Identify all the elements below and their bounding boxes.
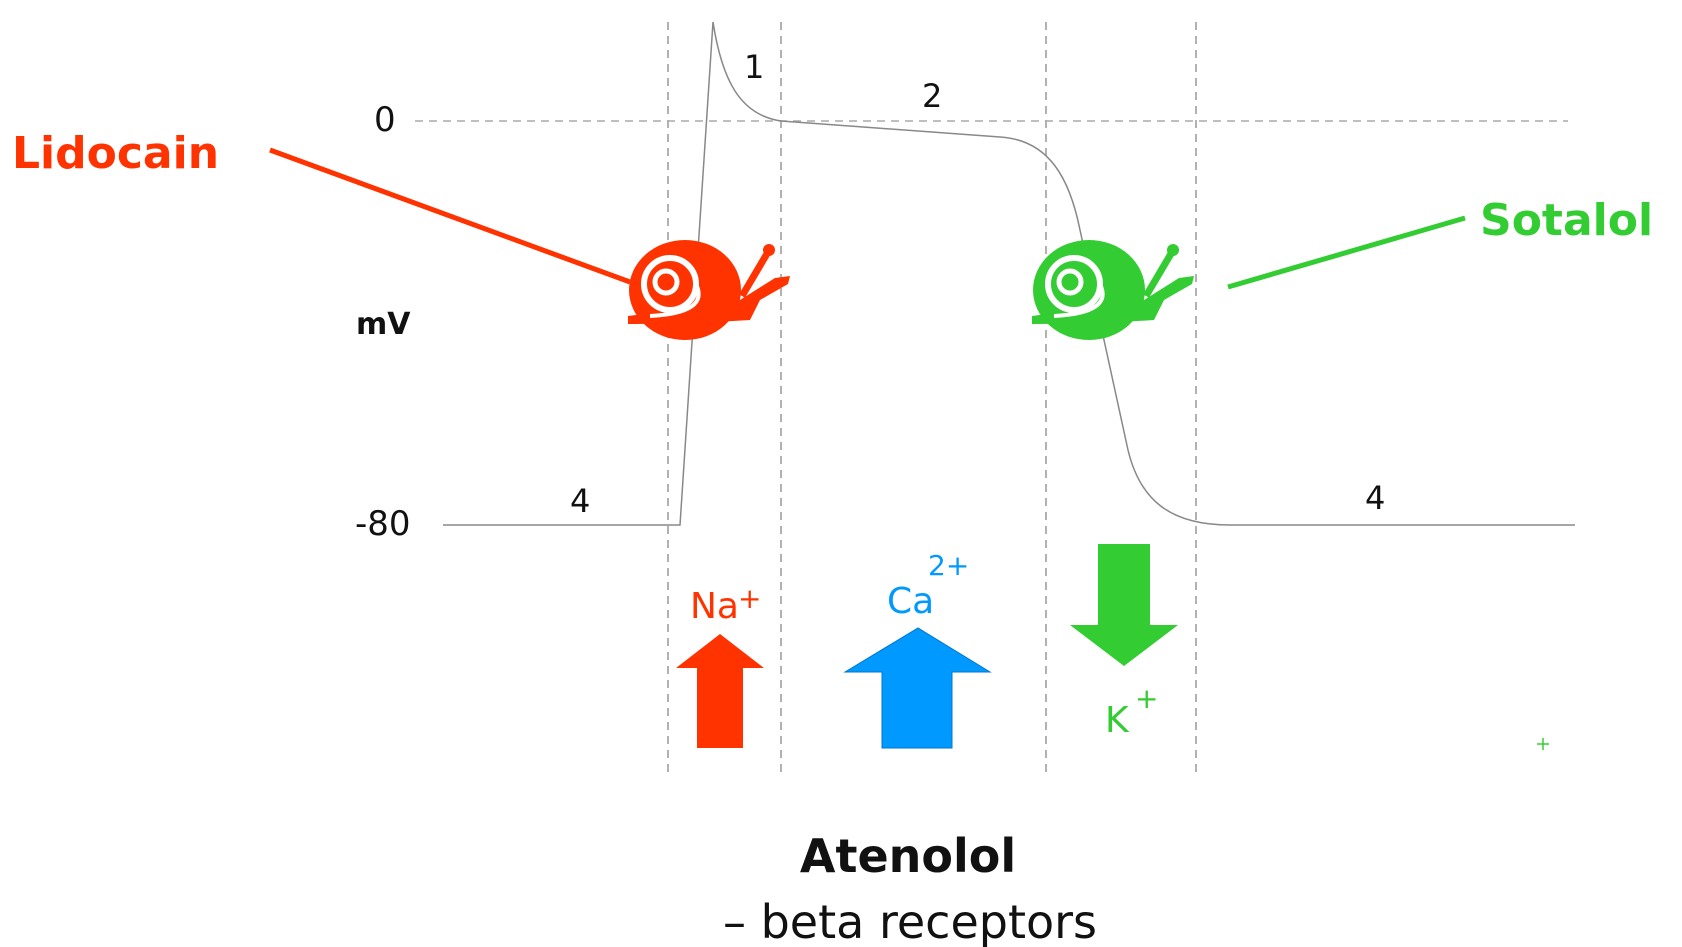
ion-label-calcium: Ca (887, 581, 934, 622)
phase-label-4-right: 4 (1365, 479, 1385, 517)
ion-label-sodium: Na (690, 586, 739, 627)
phase-label-1: 1 (744, 48, 764, 86)
drug-label-sotalol: Sotalol (1480, 195, 1653, 246)
ion-label-potassium: K (1105, 700, 1130, 741)
sotalol-pointer (1227, 215, 1466, 290)
tick-label-minus80: -80 (355, 504, 411, 544)
action-potential-curve (443, 21, 1575, 526)
caption-title: Atenolol (800, 829, 1016, 883)
ion-charge-potassium: + (1135, 682, 1158, 715)
snail-icon (1032, 240, 1194, 340)
phase-label-2: 2 (922, 77, 942, 115)
tick-label-zero: 0 (374, 100, 396, 140)
plus-mark-icon (1537, 738, 1549, 750)
drug-label-lidocain: Lidocain (12, 128, 219, 179)
y-axis-unit: mV (356, 307, 411, 342)
ion-charge-calcium: 2+ (928, 549, 969, 582)
potassium-efflux-arrow (1070, 544, 1178, 666)
sodium-influx-arrow (676, 634, 764, 748)
phase-label-4-left: 4 (570, 482, 590, 520)
calcium-influx-arrow (843, 627, 992, 749)
lidocain-pointer (269, 147, 631, 285)
caption-subtitle: – beta receptors (723, 895, 1097, 947)
snail-icon (628, 240, 790, 340)
ion-charge-sodium: + (738, 582, 761, 615)
